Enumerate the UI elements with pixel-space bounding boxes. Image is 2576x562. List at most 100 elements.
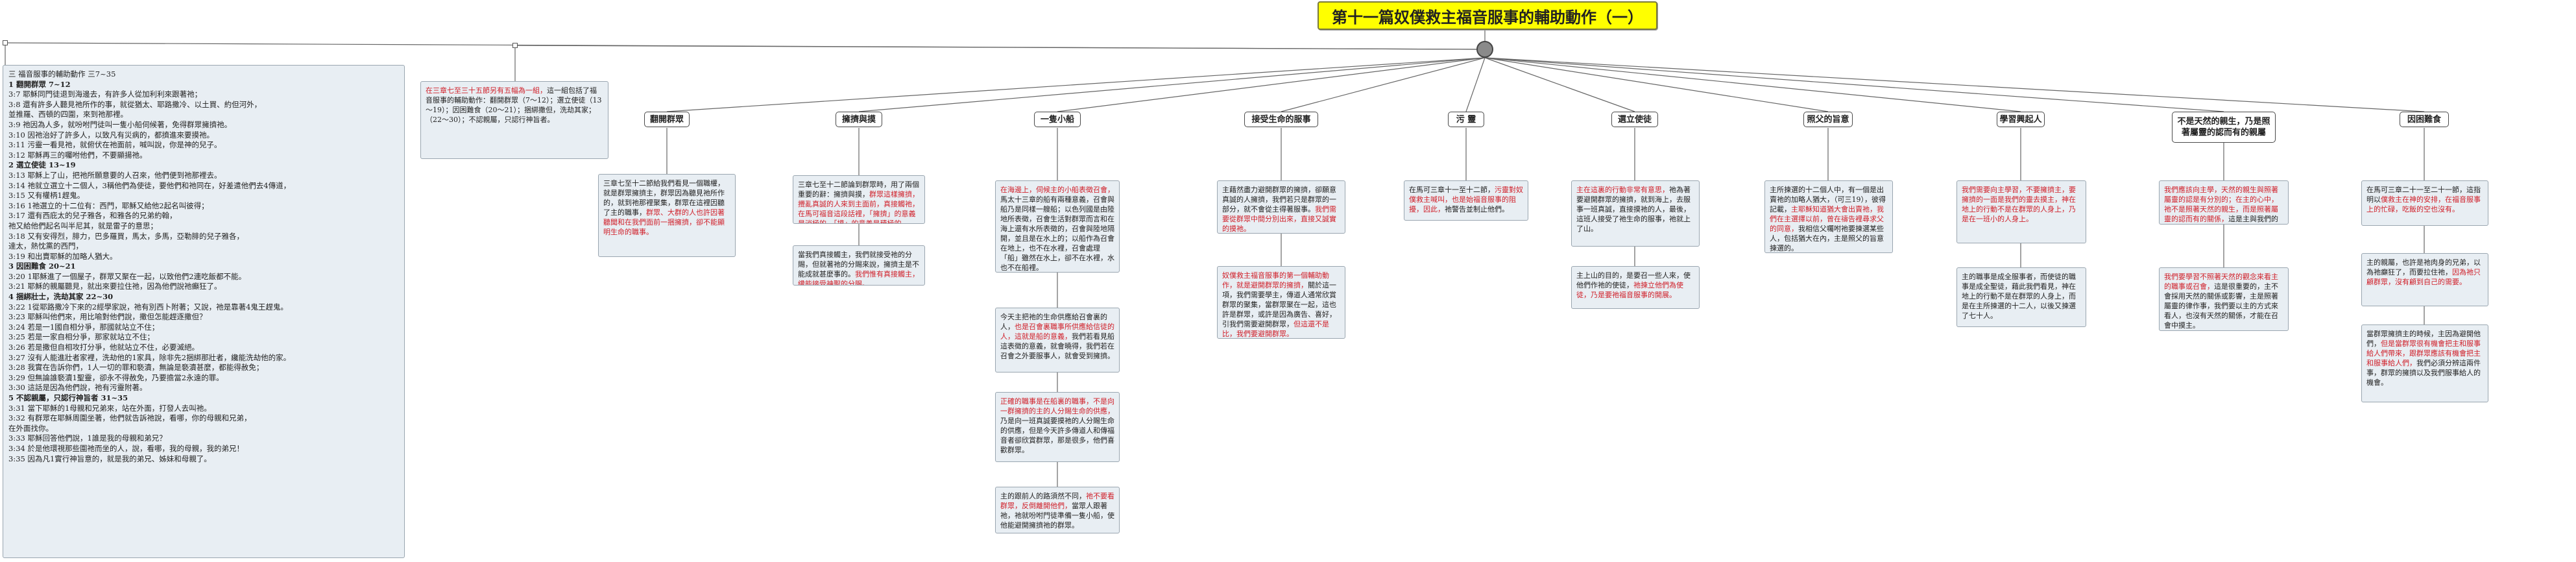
topic-open-crowd[interactable]: 翻開群眾 [644, 112, 690, 127]
note-text-red: 祂揀立他們為使徒，乃是要祂福音服事的開展。 [1576, 281, 1683, 299]
note-text-red: 僕救主在神的安排，在福音服事上的忙碌，吃飯的空也沒有。 [2366, 195, 2481, 214]
outline-line: 3:34 於是他環視那些圍祂而坐的人，說，看哪，我的母親，我的弟兄！ [8, 443, 244, 453]
root-title: 第十一篇奴僕救主福音服事的輔助動作（一） [1332, 7, 1643, 27]
note-text-red: 群眾這樣擁擠，攪亂真誠的人來到主面前，真接觸祂，在馬可福音這段話裡，「擁擠」的意… [798, 190, 919, 224]
topic-father-will[interactable]: 照父的旨意 [1803, 112, 1853, 127]
outline-line: 3:27 沒有人能進壯者家裡，洗劫他的1家具，除非先2捆綁那壯者，纔能洗劫他的家… [8, 352, 291, 362]
note-text-red: 主耶穌知道猶大會出賣祂，我們在主選擇以前，曾在禱告裡尋求父的同意， [1770, 205, 1884, 233]
note-no-time-eat-2[interactable]: 主的親屬，也許是祂肉身的兄弟，以為祂癲狂了，而要拉住祂，因為祂只顧群眾，沒有顧到… [2361, 253, 2488, 306]
outline-line: 3:31 當下耶穌的1母親和兄弟來，站在外面，打發人去叫祂。 [8, 403, 211, 413]
outline-line: 3:30 這話是因為他們說，祂有污靈附著。 [8, 383, 147, 393]
outline-line: 3:17 還有西庇太的兒子雅各，和雅各的兄弟約翰， [8, 211, 177, 221]
note-text-black: 乃是向一班真誠要摸祂的人分賜生命的供應，但是今天許多傳道人和傳福音者卻欣賞群眾，… [1000, 417, 1114, 454]
outline-line: 3:12 耶穌再三的囑咐他們，不要顯揚祂。 [8, 150, 147, 160]
note-text-black: 馬太十三章的船有兩種意義，召會與船乃是同樣一艘船；以色列國是由陸地所表徵，召會生… [1000, 195, 1114, 272]
note-raise-people-2[interactable]: 主的職事是成全服事者，而使徒的職事是成全聖徒，藉此我們看見，神在地上的行動不是在… [1956, 267, 2086, 327]
outline-line: 3:9 祂因為人多，就吩咐門徒叫一隻小船伺候著，免得群眾擁擠祂。 [8, 119, 232, 129]
outline-line: 3:18 又有安得烈，腓力，巴多羅買，馬太，多馬，亞勒腓的兒子雅各， [8, 231, 244, 241]
topic-no-time-eat[interactable]: 因困難食 [2400, 112, 2449, 127]
note-text-red: 污靈對奴僕救主喊叫，也是始福音服事的阻擾，因此， [1409, 186, 1523, 214]
note-appoint-apostles-2[interactable]: 主上山的目的，是要召一些人來，使他們作祂的使徒，祂揀立他們為使徒，乃是要祂福音服… [1571, 266, 1700, 309]
note-text-red: 我們要學習不照著天然的觀念來看主的職事或召會， [2164, 273, 2278, 291]
topic-unclean-spirits[interactable]: 污 靈 [1448, 112, 1484, 127]
outline-line: 在外面找你。 [8, 423, 53, 433]
note-text-red: 也是召會裏職事所供應給信徒的人，這就是船的意義， [1000, 323, 1114, 341]
intro-note[interactable]: 在三章七至三十五節另有五幅為一組，這一組包括了福音服事的輔助動作：翻開群眾（7～… [420, 81, 608, 159]
outline-line: 3:32 有群眾在耶穌周圍坐著，他們就告訴祂說，看哪，你的母親和兄弟， [8, 413, 252, 423]
note-text-red: 在海邊上，伺候主的小船表徵召會， [1000, 186, 1114, 194]
note-unclean-spirits[interactable]: 在馬可三章十一至十二節，污靈對奴僕救主喊叫，也是始福音服事的阻擾，因此，祂警告並… [1404, 180, 1528, 221]
topic-spiritual-relatives[interactable]: 不是天然的親生，乃是照著屬靈的認而有的親屬 [2172, 112, 2276, 143]
topic-label: 因困難食 [2407, 114, 2441, 125]
collapse-handle-icon[interactable] [3, 40, 8, 45]
note-father-will[interactable]: 主所揀選的十二個人中，有一個是出賣祂的加略人猶大，（可三19），彼得記載，主耶穌… [1764, 180, 1893, 253]
collapse-handle-icon[interactable] [512, 43, 518, 48]
topic-label: 不是天然的親生，乃是照著屬靈的認而有的親屬 [2177, 117, 2270, 138]
note-text-red: 群眾、大群的人也許因著聽聞和在我們面前一捆擁擠，卻不能顯明生命的職事。 [603, 208, 725, 236]
note-no-time-eat-3[interactable]: 當群眾擁擠主的時候，主因為避開他們，但是當群眾很有機會把主和服事給人們帶來，跟群… [2361, 324, 2488, 402]
outline-line: 3:15 又有權柄1趕鬼。 [8, 191, 85, 201]
topic-small-boat[interactable]: 一隻小船 [1034, 112, 1081, 127]
outline-line: 3:24 若是一1國自相分爭，那國就站立不住； [8, 322, 160, 332]
note-text-black: 祂警告並制止他們。 [1445, 205, 1509, 214]
note-spiritual-relatives-2[interactable]: 我們要學習不照著天然的觀念來看主的職事或召會，這是很重要的，主不會採用天然的關係… [2159, 267, 2289, 331]
note-text-black: 我相信父囑咐祂要揀選某些人，包括猶大在內，主是照父的旨意揀選的。 [1770, 225, 1884, 252]
outline-line: 3:13 耶穌上了山，把祂所願意要的人召來，他們便到祂那裡去。 [8, 170, 222, 180]
outline-line: 3:14 祂就立選立十二個人，3稱他們為使徒，要他們和祂同在，好差遣他們去4傳道… [8, 180, 291, 190]
note-text-black: 當群眾擁擠主的時候，主因為避開他們， [2366, 330, 2481, 348]
topic-life-ministry[interactable]: 接受生命的服事 [1244, 112, 1318, 127]
outline-line: 3:25 若是一家自相分爭，那家就站立不住； [8, 332, 154, 342]
topic-label: 選立使徒 [1617, 114, 1652, 125]
note-throng-touch-1[interactable]: 三章七至十二節論到群眾時，用了兩個重要的辭：擁擠與摸，群眾這樣擁擠，攪亂真誠的人… [793, 175, 925, 224]
outline-line: 3:16 1祂選立的十二位有：西門，耶穌又給他2起名叫彼得； [8, 201, 209, 210]
outline-heading: 3 因困難食 20~21 [8, 262, 76, 271]
note-text-black: 主的跟前人的路須然不同， [1000, 492, 1086, 500]
outline-line: 3:22 1從耶路撒冷下來的2經學家說，祂有別西卜附著；又說，祂是靠著4鬼王趕鬼… [8, 302, 288, 312]
note-small-boat-3[interactable]: 正確的職事是在船裏的職事，不是向一群擁擠的主的人分賜生命的供應，乃是向一班真誠要… [995, 392, 1120, 462]
note-text-black: 三章七至十二節給我們看見一個職權，就是群眾擁擠主，群眾因為聽見祂所作的，就到祂那… [603, 179, 725, 217]
outline-line: 祂又給他們起名叫半尼其，就是雷子的意思； [8, 221, 158, 230]
note-open-crowd[interactable]: 三章七至十二節給我們看見一個職權，就是群眾擁擠主，群眾因為聽見祂所作的，就到祂那… [598, 174, 736, 257]
topic-label: 一隻小船 [1040, 114, 1074, 125]
outline-line: 3:7 耶穌同門徒退到海邊去，有許多人從加利利來跟著祂； [8, 90, 202, 99]
note-text-black: 三章七至十二節論到群眾時，用了兩個重要的辭：擁擠與摸， [798, 180, 919, 199]
topic-label: 照父的旨意 [1807, 114, 1849, 125]
note-text-black: 當眾人跟著祂，祂就吩咐門徒準備一隻小船，使他能避開擁擠祂的群眾。 [1000, 502, 1114, 530]
outline-line: 3:21 耶穌的親屬聽見，就出來要拉住祂，因為他們說祂癲狂了。 [8, 282, 222, 291]
note-throng-touch-2[interactable]: 當我們真接觸主，我們就接受祂的分賜，但就著祂的分賜來說，擁擠主是不能成就甚麼事的… [793, 245, 925, 286]
note-appoint-apostles-1[interactable]: 主在這裏的行動非常有意思，祂為著要避開群眾的擁擠，就到海上，去服事一班真誠，直接… [1571, 180, 1700, 247]
note-raise-people-1[interactable]: 我們需要向主學習，不要擁擠主，要擁擠的一面是我們的靈去摸主，神在地上的行動不是在… [1956, 180, 2086, 243]
note-text-red: 但這還不是比，我們要避開群眾。 [1222, 320, 1329, 338]
topic-raise-people[interactable]: 學習興起人 [1997, 112, 2045, 127]
note-life-ministry-1[interactable]: 主藉然盡力避開群眾的擁擠，卻願意真誠的人擁擠，我們若只是群眾的一部分，就不會從主… [1217, 180, 1345, 234]
note-text-red: 因為祂只顧群眾，沒有顧到自己的需要。 [2366, 268, 2481, 286]
note-small-boat-2[interactable]: 今天主把祂的生命供應給召會裏的人，也是召會裏職事所供應給信徒的人，這就是船的意義… [995, 308, 1120, 373]
outline-line: 3:29 但無論誰褻瀆1聖靈，卻永不得赦免，乃要擔當2永遠的罪。 [8, 373, 224, 382]
note-text-black: 今天主把祂的生命供應給召會裏的人， [1000, 313, 1107, 331]
note-life-ministry-2[interactable]: 奴僕救主福音服事的第一個輔助動作，就是避開群眾的擁擠，關於這一項，我們需要學主，… [1217, 266, 1345, 339]
note-text-red: 我們需要從群眾中間分別出來，直接又誠實的摸祂。 [1222, 205, 1336, 233]
note-no-time-eat-1[interactable]: 在馬可三章二十一至二十一節，這指明以僕救主在神的安排，在福音服事上的忙碌，吃飯的… [2361, 180, 2488, 226]
outline-line: 3:19 和出賣耶穌的加略人猶大。 [8, 251, 117, 261]
outline-line: 3:35 因為凡1實行神旨意的，就是我的弟兄、姊妹和母親了。 [8, 454, 211, 463]
outline-heading: 4 捆綁壯士，洗劫其家 22~30 [8, 292, 114, 302]
topic-label: 污 靈 [1456, 114, 1476, 125]
topic-appoint-apostles[interactable]: 選立使徒 [1611, 112, 1658, 127]
outline-line: 3:11 污靈一看見祂，就俯伏在祂面前，喊叫說，你是神的兒子。 [8, 140, 222, 150]
outline-title: 三 福音服事的輔助動作 三7~35 [8, 69, 116, 79]
note-text-red: 我們應該向主學，天然的親生與照著屬靈的認是有分別的；在主的心中，祂不是照著天然的… [2164, 186, 2278, 223]
note-text-black: 在馬可三章二十一至二十一節，這指明以 [2366, 186, 2481, 204]
note-text-black: 主藉然盡力避開群眾的擁擠，卻願意真誠的人擁擠，我們若只是群眾的一部分，就不會從主… [1222, 186, 1336, 214]
note-spiritual-relatives-1[interactable]: 我們應該向主學，天然的親生與照著屬靈的認是有分別的；在主的心中，祂不是照著天然的… [2159, 180, 2289, 225]
note-small-boat-4[interactable]: 主的跟前人的路須然不同，祂不要看群眾，反倒離開他們，當眾人跟著祂，祂就吩咐門徒準… [995, 487, 1120, 533]
intro-note-black: 這一組包括了福音服事的輔助動作：翻開群眾（7～12）；選立使徒（13～19）；因… [426, 86, 602, 124]
note-small-boat-1[interactable]: 在海邊上，伺候主的小船表徵召會，馬太十三章的船有兩種意義，召會與船乃是同樣一艘船… [995, 180, 1120, 273]
topic-throng-touch[interactable]: 擁擠與摸 [836, 112, 882, 127]
note-text-black: 祂為著要避開群眾的擁擠，就到海上，去服事一班真誠，直接摸祂的人，最後，這班人接受… [1576, 186, 1691, 233]
topic-label: 學習興起人 [1999, 114, 2042, 125]
root-topic[interactable]: 第十一篇奴僕救主福音服事的輔助動作（一） [1318, 1, 1657, 30]
outline-heading: 1 翻開群眾 7~12 [8, 79, 71, 89]
outline-line: 3:33 耶穌回答他們說，1誰是我的母親和弟兄？ [8, 434, 167, 443]
